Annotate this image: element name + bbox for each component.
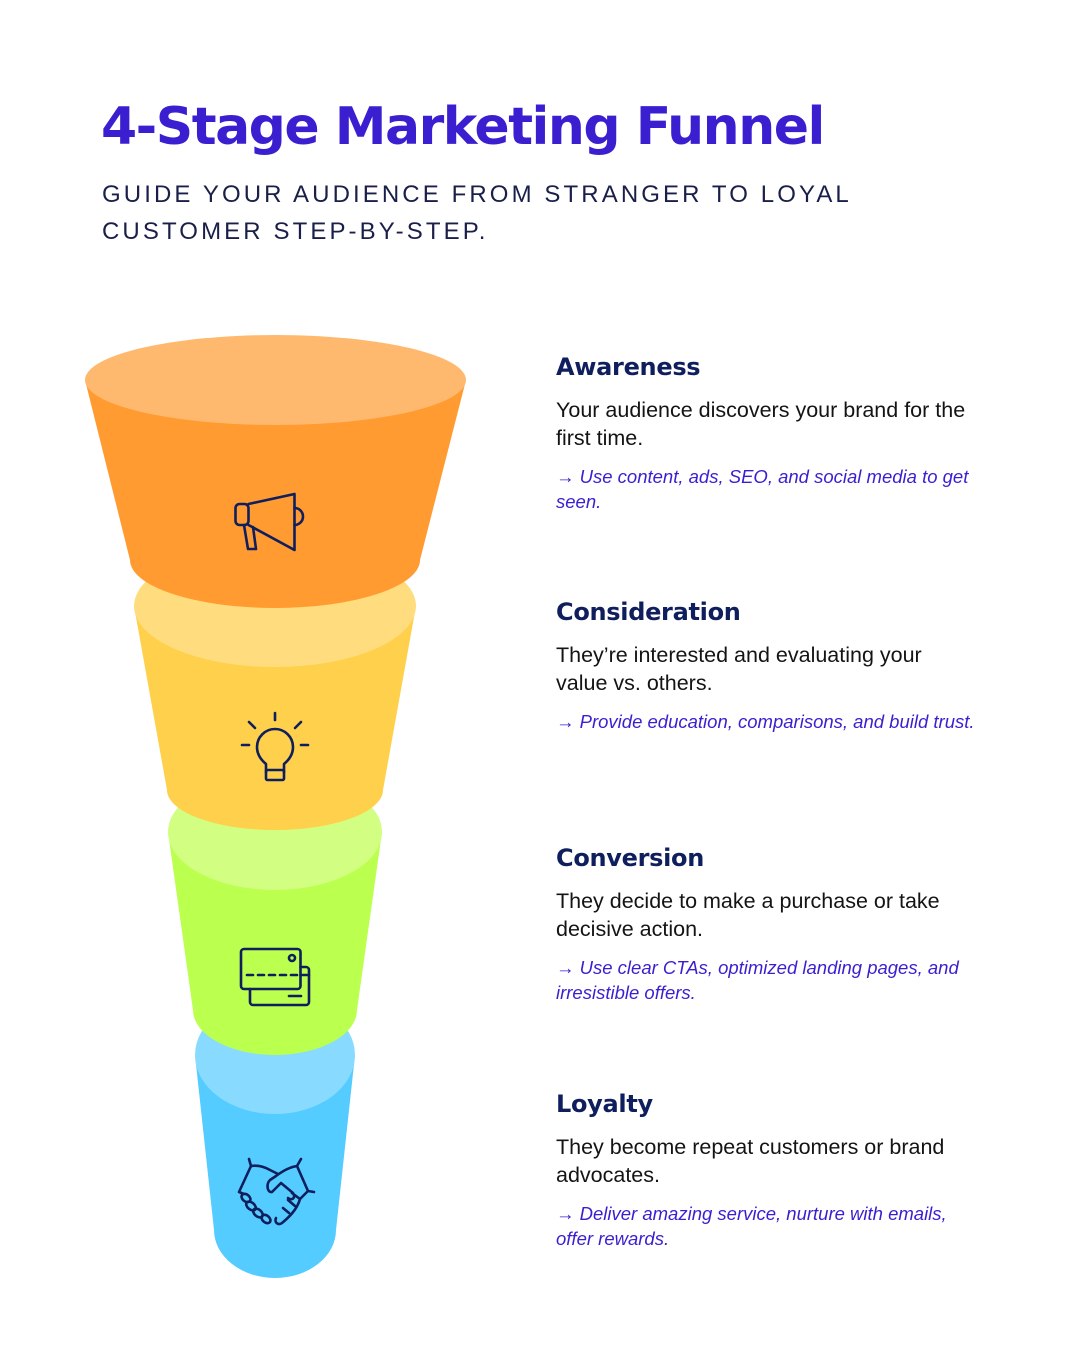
lightbulb-icon: [240, 711, 310, 782]
stage-tip: → Deliver amazing service, nurture with …: [556, 1203, 947, 1249]
stage-consideration: Consideration They’re interested and eva…: [556, 596, 996, 734]
funnel-segment-loyalty-body: [195, 1055, 355, 1278]
megaphone-icon: [234, 492, 305, 552]
stage-tip: → Use content, ads, SEO, and social medi…: [556, 466, 969, 512]
stage-description: They’re interested and evaluating your v…: [556, 643, 922, 695]
stage-tip: → Provide education, comparisons, and bu…: [556, 711, 975, 732]
funnel-segment-awareness-top: [85, 335, 466, 425]
stage-tip: → Use clear CTAs, optimized landing page…: [556, 957, 959, 1003]
page-title: 4-Stage Marketing Funnel: [101, 97, 825, 157]
stage-awareness: Awareness Your audience discovers your b…: [556, 351, 996, 514]
stage-description: They decide to make a purchase or take d…: [556, 889, 940, 941]
stage-title: Loyalty: [556, 1090, 653, 1118]
stage-loyalty: Loyalty They become repeat customers or …: [556, 1088, 996, 1251]
funnel-segment-awareness-body: [85, 380, 466, 608]
stage-title: Conversion: [556, 844, 705, 872]
funnel-segment-conversion-body: [168, 832, 382, 1055]
stage-description: Your audience discovers your brand for t…: [556, 398, 966, 450]
handshake-icon: [237, 1157, 316, 1226]
funnel-segment-awareness: [85, 335, 466, 608]
stage-title: Awareness: [556, 353, 701, 381]
credit-cards-icon: [239, 947, 311, 1007]
stage-description: They become repeat customers or brand ad…: [556, 1135, 945, 1187]
stage-title: Consideration: [556, 598, 741, 626]
stage-conversion: Conversion They decide to make a purchas…: [556, 842, 996, 1005]
page-subtitle: GUIDE YOUR AUDIENCE FROM STRANGER TO LOY…: [102, 181, 851, 245]
